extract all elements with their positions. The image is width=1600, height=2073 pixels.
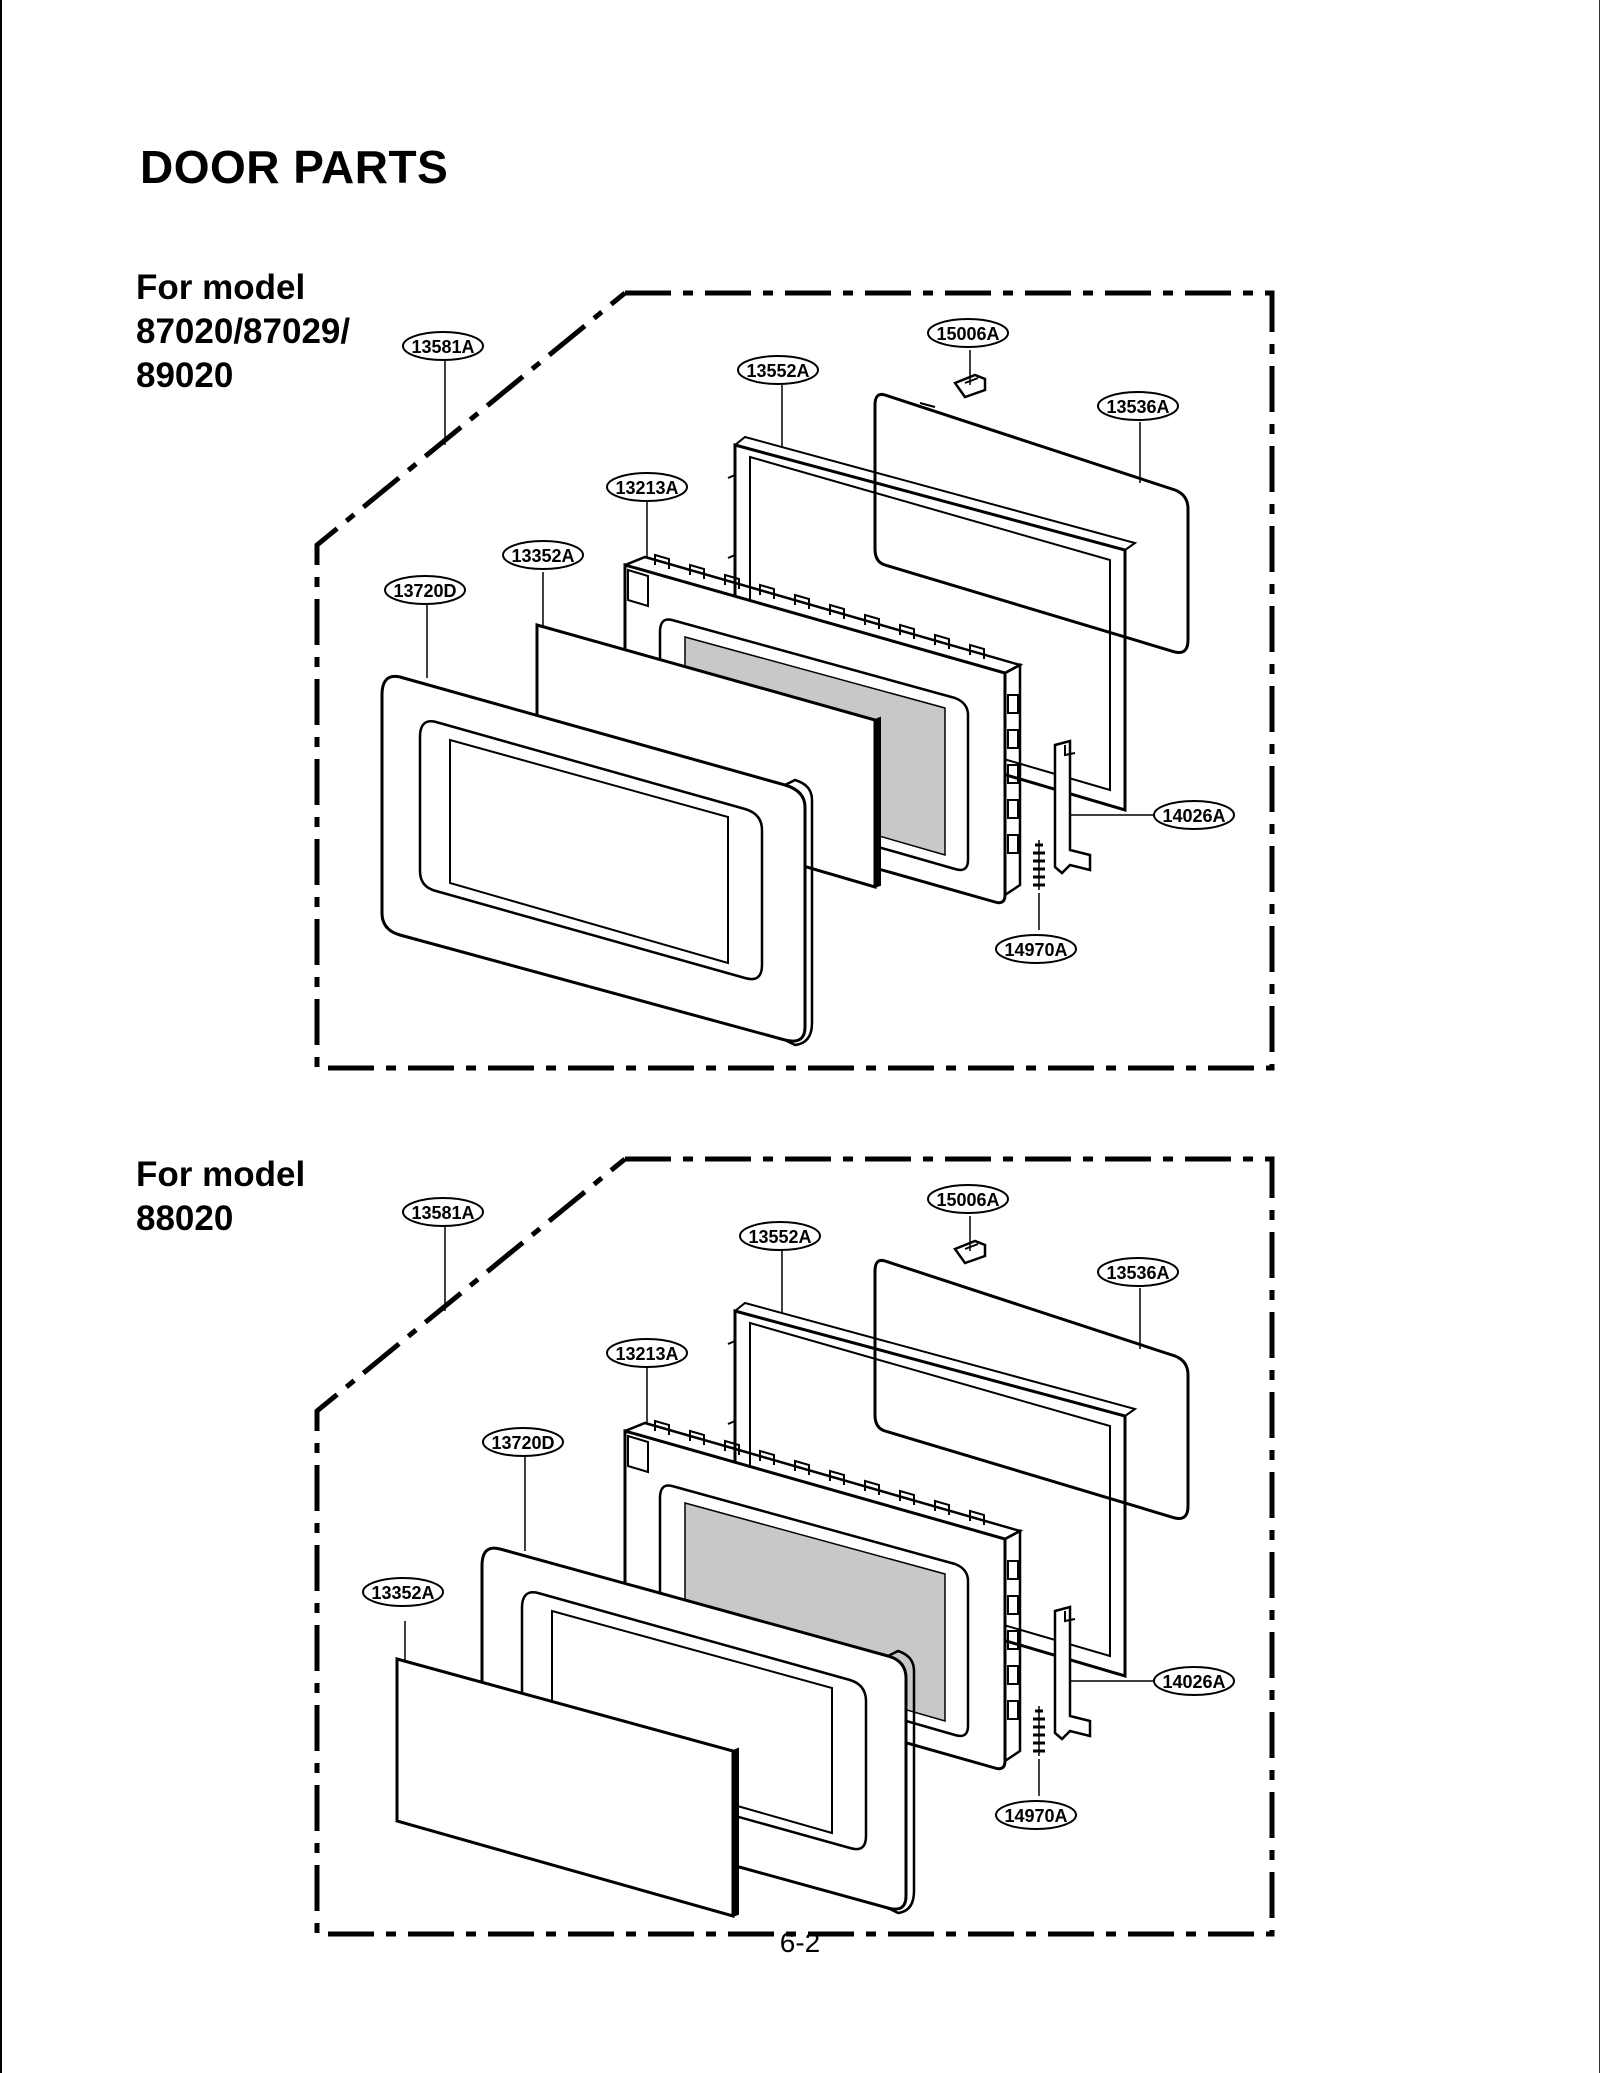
exploded-diagram-2: 13581A 15006A 13552A 13536A 13213A 13720… (314, 1156, 1275, 1937)
svg-text:13552A: 13552A (746, 361, 809, 381)
part-label-13352A: 13352A (362, 1577, 444, 1607)
model-line: 88020 (136, 1199, 234, 1238)
page-title: DOOR PARTS (140, 141, 449, 193)
model-line: 87020/87029/ (136, 312, 351, 351)
exploded-diagram-1: 13581A 15006A 13552A 13536A 13213A 13352… (314, 290, 1275, 1071)
svg-text:13352A: 13352A (511, 546, 574, 566)
section-boundary (314, 1156, 1275, 1937)
svg-text:13213A: 13213A (615, 478, 678, 498)
part-label-14970A: 14970A (995, 1800, 1077, 1830)
svg-text:13720D: 13720D (491, 1433, 554, 1453)
part-label-13536A: 13536A (1097, 1257, 1179, 1287)
model-label-1: For model 87020/87029/ 89020 (136, 266, 350, 398)
svg-text:15006A: 15006A (936, 1190, 999, 1210)
part-label-13720D: 13720D (384, 575, 466, 605)
spring-14970A (1033, 1706, 1045, 1756)
door-latch-14026A (1053, 739, 1092, 875)
clip-15006A (953, 373, 987, 399)
model-line: 89020 (136, 356, 234, 395)
page-border-left (0, 0, 2, 2073)
door-front-13720D (380, 674, 814, 1047)
part-label-13720D: 13720D (482, 1427, 564, 1457)
part-label-13581A: 13581A (402, 331, 484, 361)
part-label-15006A: 15006A (927, 318, 1009, 348)
part-label-13536A: 13536A (1097, 391, 1179, 421)
svg-text:13552A: 13552A (748, 1227, 811, 1247)
svg-text:14026A: 14026A (1162, 1672, 1225, 1692)
part-label-14026A: 14026A (1153, 800, 1235, 830)
part-label-13213A: 13213A (606, 1338, 688, 1368)
svg-text:13581A: 13581A (411, 337, 474, 357)
part-label-15006A: 15006A (927, 1184, 1009, 1214)
part-label-13552A: 13552A (737, 355, 819, 385)
spring-14970A (1033, 840, 1045, 890)
svg-text:13213A: 13213A (615, 1344, 678, 1364)
svg-text:14026A: 14026A (1162, 806, 1225, 826)
model-label-2: For model 88020 (136, 1153, 305, 1241)
section-boundary (314, 290, 1275, 1071)
part-label-14970A: 14970A (995, 934, 1077, 964)
leader-lines (404, 1216, 1154, 1796)
part-label-14026A: 14026A (1153, 1666, 1235, 1696)
door-latch-14026A (1053, 1605, 1092, 1741)
leader-lines (426, 350, 1154, 930)
model-line: For model (136, 268, 306, 307)
svg-text:13536A: 13536A (1106, 1263, 1169, 1283)
part-label-13213A: 13213A (606, 472, 688, 502)
part-label-13352A: 13352A (502, 540, 584, 570)
page-number: 6-2 (779, 1927, 821, 1958)
part-label-13552A: 13552A (739, 1221, 821, 1251)
clip-15006A (953, 1239, 987, 1265)
part-label-13581A: 13581A (402, 1197, 484, 1227)
svg-text:14970A: 14970A (1004, 940, 1067, 960)
svg-text:14970A: 14970A (1004, 1806, 1067, 1826)
svg-text:13536A: 13536A (1106, 397, 1169, 417)
svg-text:13720D: 13720D (393, 581, 456, 601)
svg-text:15006A: 15006A (936, 324, 999, 344)
choke-film-13352A (395, 1657, 739, 1918)
model-line: For model (136, 1155, 306, 1194)
svg-text:13581A: 13581A (411, 1203, 474, 1223)
svg-text:13352A: 13352A (371, 1583, 434, 1603)
